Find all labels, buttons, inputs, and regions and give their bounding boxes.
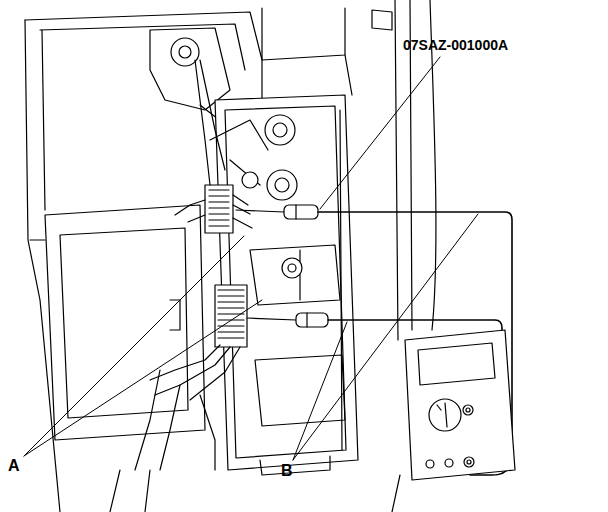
mounting-bolts [210,115,302,278]
wire-harness [135,60,225,470]
body-frame [25,0,436,512]
callout-letter: A [8,457,20,475]
lower-connector [150,285,247,400]
part-number: 07SAZ-001000A [403,38,508,53]
multimeter [405,330,515,480]
left-panel [30,205,205,440]
control-unit [215,95,358,475]
test-probe-upper [236,205,318,219]
upper-connector [205,185,252,233]
callout-letter: B [281,462,293,480]
leader-lines [24,57,478,460]
test-probe-lower [247,313,328,327]
